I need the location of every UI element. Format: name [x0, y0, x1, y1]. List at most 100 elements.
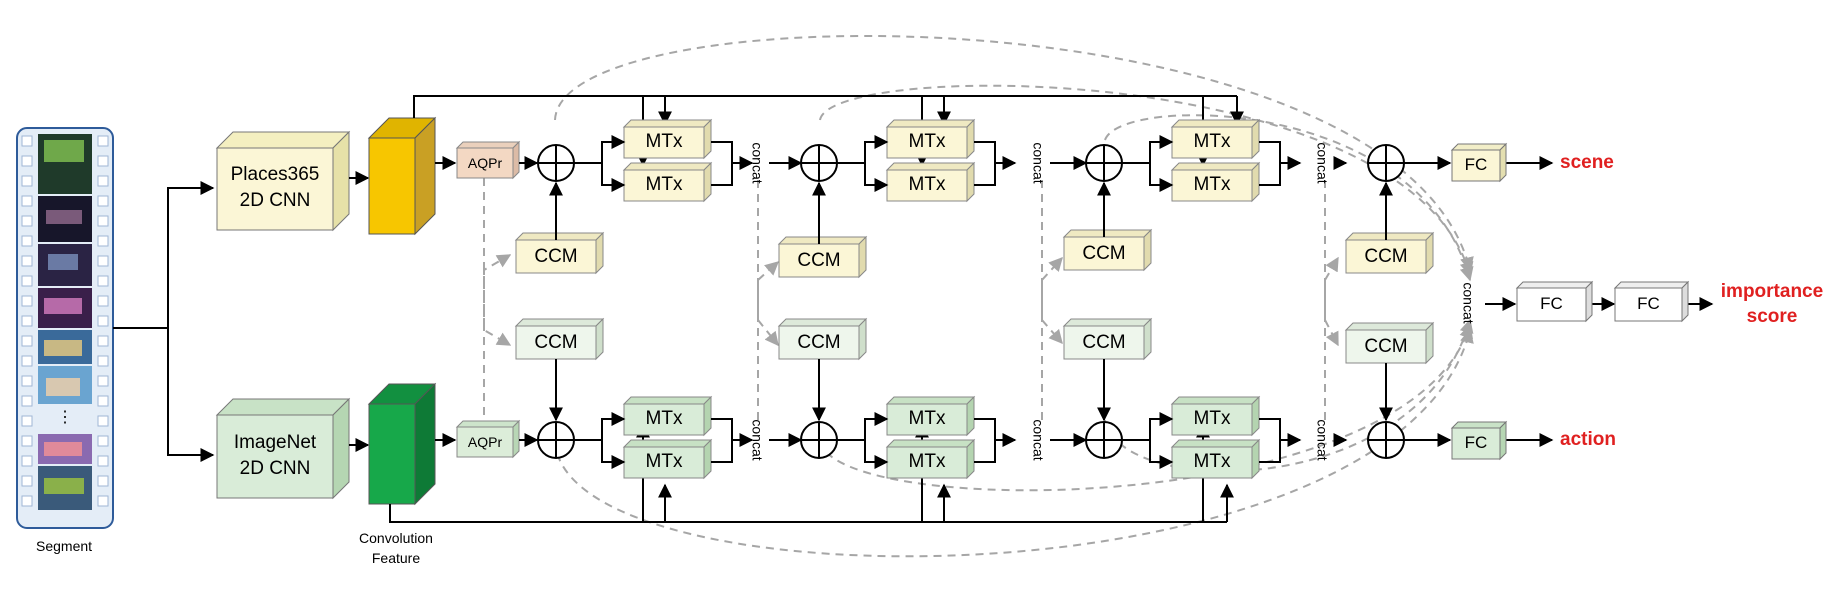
ccm-scene-label-2: CCM: [797, 250, 841, 271]
plus-action-1: [537, 421, 575, 459]
fc-action-box: [1450, 420, 1508, 461]
ccm-scene-label-4: CCM: [1364, 246, 1408, 267]
mtx-scene-1-a: [622, 118, 713, 160]
output-importance-label-line2: score: [1746, 306, 1798, 327]
mtx-action-2-b: [885, 438, 976, 480]
segment-ellipsis: ⋮: [57, 409, 73, 426]
plus-scene-4: [1367, 144, 1405, 182]
ccm-action-4: [1344, 321, 1435, 365]
aqpr-action-label: AQPr: [467, 434, 503, 450]
plus-scene-3: [1085, 144, 1123, 182]
merge-action-2: [974, 418, 996, 463]
concat-scene-label-3: concat: [1314, 142, 1331, 184]
action-feature-cube: [367, 382, 437, 506]
split-up-action-1: [601, 412, 626, 440]
mtx-scene-label-2-b: MTx: [908, 174, 946, 195]
mtx-action-3-b: [1170, 438, 1261, 480]
fc-importance-box-1: [1515, 280, 1594, 323]
aqpr-action-box: [455, 419, 521, 459]
output-arrows: [1404, 156, 1714, 447]
merge-action-3: [1259, 418, 1281, 463]
fc-action-label: FC: [1464, 433, 1488, 452]
ccm-scene-4: [1344, 231, 1435, 275]
split-down-action-1: [601, 440, 626, 469]
fc-scene-box: [1450, 142, 1508, 183]
places365-label-line1: Places365: [230, 164, 320, 185]
concat-final-label: concat: [1460, 282, 1477, 324]
fc-importance-box-2: [1613, 280, 1690, 323]
ccm-action-1: [514, 317, 605, 361]
scene-feature-cube: [367, 116, 437, 236]
imagenet-cnn-block: [215, 397, 351, 500]
split-down-scene-3: [1149, 163, 1174, 192]
mtx-action-1-b: [622, 438, 713, 480]
plus-action-2: [800, 421, 838, 459]
merge-action-1: [711, 418, 733, 463]
imagenet-label-line1: ImageNet: [233, 432, 317, 453]
fc-importance-label-1: FC: [1540, 294, 1563, 313]
concat-action-label-3: concat: [1314, 419, 1331, 461]
concat-action-label-1: concat: [749, 419, 766, 461]
mtx-scene-label-1-b: MTx: [645, 174, 683, 195]
input-split-arrows: [113, 181, 215, 462]
places365-label-line2: 2D CNN: [239, 190, 311, 211]
convolution-feature-label-line1: Convolution: [359, 530, 433, 546]
plus-action-3: [1085, 421, 1123, 459]
mtx-action-3-a: [1170, 395, 1261, 437]
split-down-action-2: [864, 440, 889, 469]
mtx-action-label-2-a: MTx: [908, 408, 946, 429]
split-up-action-2: [864, 412, 889, 440]
mtx-scene-2-b: [885, 161, 976, 203]
ccm-action-label-4: CCM: [1364, 336, 1408, 357]
concat-scene-label-1: concat: [749, 142, 766, 184]
ccm-scene-label-3: CCM: [1082, 243, 1126, 264]
concat-scene-label-2: concat: [1030, 142, 1047, 184]
ccm-action-label-2: CCM: [797, 332, 841, 353]
merge-scene-3: [1259, 141, 1281, 186]
mtx-action-1-a: [622, 395, 713, 437]
stages-group: [514, 118, 1435, 480]
aqpr-scene-box: [455, 140, 521, 180]
output-action-label: action: [1560, 429, 1616, 450]
split-up-scene-2: [864, 135, 889, 163]
ccm-action-label-3: CCM: [1082, 332, 1126, 353]
mtx-scene-3-a: [1170, 118, 1261, 160]
mtx-scene-2-a: [885, 118, 976, 160]
convolution-feature-label-line2: Feature: [371, 550, 421, 566]
mtx-scene-1-b: [622, 161, 713, 203]
output-scene-label: scene: [1560, 152, 1614, 173]
fc-scene-label: FC: [1464, 155, 1488, 174]
mtx-scene-label-1-a: MTx: [645, 131, 683, 152]
imagenet-label-line2: 2D CNN: [239, 458, 311, 479]
split-up-scene-1: [601, 135, 626, 163]
concat-action-label-2: concat: [1030, 419, 1047, 461]
mtx-action-2-a: [885, 395, 976, 437]
mtx-action-label-3-a: MTx: [1193, 408, 1231, 429]
places365-cnn-block: [215, 130, 351, 232]
plus-scene-2: [800, 144, 838, 182]
plus-action-4: [1367, 421, 1405, 459]
ccm-action-label-1: CCM: [534, 332, 578, 353]
ccm-scene-1: [514, 231, 605, 275]
segment-label: Segment: [36, 538, 93, 554]
ccm-scene-3: [1062, 228, 1153, 272]
mtx-action-label-3-b: MTx: [1193, 451, 1231, 472]
split-down-scene-2: [864, 163, 889, 192]
mtx-scene-label-3-a: MTx: [1193, 131, 1231, 152]
split-up-scene-3: [1149, 135, 1174, 163]
split-down-scene-1: [601, 163, 626, 192]
merge-scene-2: [974, 141, 996, 186]
aqpr-scene-label: AQPr: [467, 155, 503, 171]
mtx-scene-label-3-b: MTx: [1193, 174, 1231, 195]
ccm-action-3: [1062, 317, 1153, 361]
mtx-scene-3-b: [1170, 161, 1261, 203]
plus-scene-1: [537, 144, 575, 182]
mtx-scene-label-2-a: MTx: [908, 131, 946, 152]
fc-importance-label-2: FC: [1637, 294, 1660, 313]
ccm-scene-label-1: CCM: [534, 246, 578, 267]
split-down-action-3: [1149, 440, 1174, 469]
mtx-action-label-1-b: MTx: [645, 451, 683, 472]
output-importance-label-line1: importance: [1720, 281, 1824, 302]
segment-filmstrip: [16, 127, 114, 529]
split-up-action-3: [1149, 412, 1174, 440]
